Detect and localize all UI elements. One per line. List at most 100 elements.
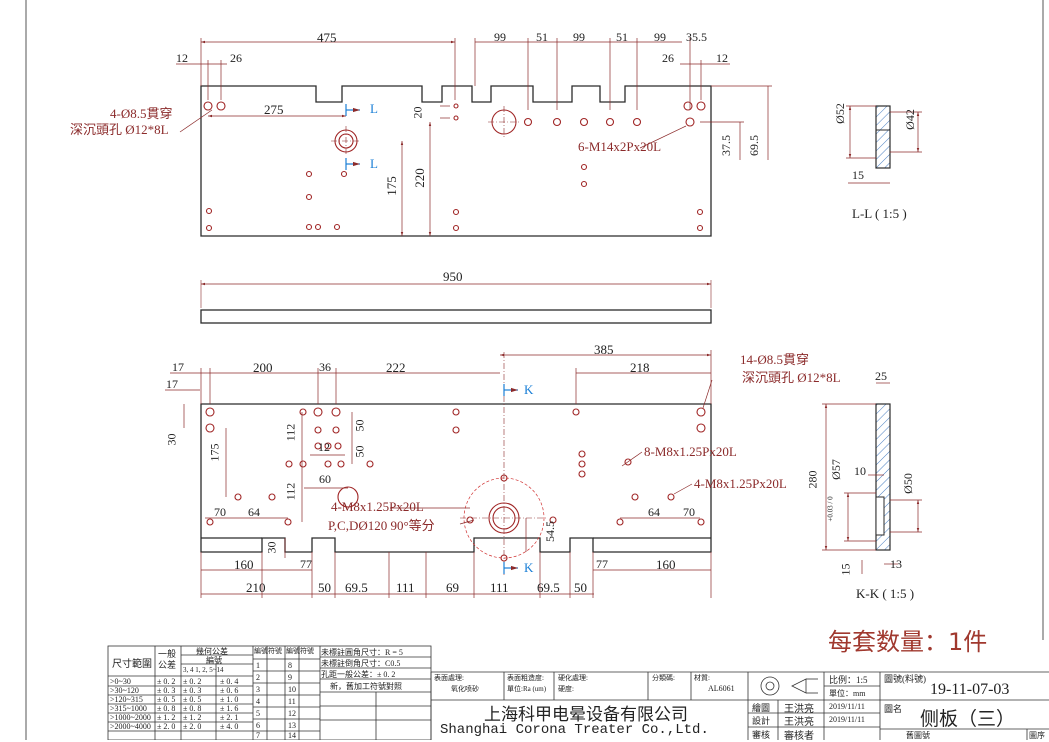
roughness-unit: 單位:Ra (um) — [507, 685, 547, 693]
dim-69: 69 — [446, 580, 459, 595]
dim-222: 222 — [386, 360, 406, 375]
callout-m8-eight: 8-M8x1.25Px20L — [644, 444, 737, 459]
material-label: 材質: — [694, 674, 710, 682]
dim-57-tolerance: +0.03 / 0 — [826, 496, 835, 522]
symbol-num: 5 — [256, 709, 260, 718]
dim-15: 15 — [852, 168, 864, 182]
dim-30: 30 — [264, 541, 279, 554]
dim-218: 218 — [630, 360, 650, 375]
row-grade-b: ± 0. 4 — [220, 677, 239, 686]
tolerance-general-header: 一般 公差 — [158, 649, 177, 670]
old-drawing-number-label: 舊圖號 — [906, 731, 930, 740]
row-general: ± 0. 8 — [157, 704, 176, 713]
design-by: 王洪亮 — [784, 717, 814, 728]
drawing-number: 19-11-07-03 — [930, 681, 1010, 698]
note-hole-tolerance: 孔距一般公差：± 0. 2 — [321, 670, 396, 679]
dim-70: 70 — [214, 505, 226, 519]
dim-13: 13 — [890, 557, 902, 571]
row-range: >315~1000 — [110, 704, 147, 713]
design-label: 設計 — [752, 716, 771, 726]
row-grade-a: ± 0. 2 — [183, 677, 202, 686]
dim-160: 160 — [234, 557, 254, 572]
dim-60: 60 — [319, 472, 331, 486]
callout-m8-pcd: 4-M8x1.25Px20L — [331, 499, 424, 514]
row-general: ± 0. 2 — [157, 677, 176, 686]
note-symbol-map: 新，舊加工符號對照 — [330, 682, 402, 691]
quantity-note: 每套数量：1件 — [828, 628, 988, 656]
dim-64: 64 — [248, 505, 260, 519]
symbol-sym-header: 符號 — [300, 647, 314, 655]
dim-200: 200 — [253, 360, 273, 375]
hardness-label: 硬度: — [558, 685, 574, 693]
dim-37-5: 37.5 — [719, 135, 733, 156]
dim-111: 111 — [490, 580, 509, 595]
callout-countersink: 14-Ø8.5貫穿 — [740, 352, 809, 367]
row-range: >30~120 — [110, 686, 139, 695]
dim-99: 99 — [573, 30, 585, 44]
dim-dia-42: Ø42 — [902, 109, 917, 130]
sequence-label: 圖序 — [1029, 731, 1045, 740]
row-grade-a: ± 0. 3 — [183, 686, 202, 695]
dim-111: 111 — [396, 580, 415, 595]
row-range: >1000~2000 — [110, 713, 151, 722]
dim-175: 175 — [383, 176, 399, 196]
dim-25: 25 — [875, 369, 887, 383]
company-name-cn: 上海科甲电晕设备有限公司 — [484, 705, 688, 725]
design-date: 2019/11/11 — [829, 715, 865, 724]
dim-99: 99 — [654, 30, 666, 44]
dim-15: 15 — [838, 563, 853, 576]
row-grade-b: ± 2. 1 — [220, 713, 239, 722]
section-mark-l: L — [370, 101, 378, 116]
dim-77: 77 — [300, 557, 312, 571]
dim-12: 12 — [176, 51, 188, 65]
dim-70: 70 — [683, 505, 695, 519]
dim-475: 475 — [317, 30, 337, 45]
class-code-label: 分類碼: — [652, 674, 675, 682]
scale-label: 比例：1:5 — [829, 675, 868, 685]
symbol-num-header: 編號 — [286, 647, 300, 655]
row-grade-b: ± 0. 6 — [220, 686, 239, 695]
hardening-label: 硬化處理: — [558, 674, 588, 682]
callout-countersink-depth: 深沉頭孔 Ø12*8L — [742, 370, 841, 385]
dim-950: 950 — [443, 269, 463, 284]
row-range: >120~315 — [110, 695, 143, 704]
drawn-by: 王洪亮 — [784, 704, 814, 715]
dim-280: 280 — [805, 470, 820, 489]
dim-dia-50: Ø50 — [900, 473, 915, 494]
symbol-num: 10 — [288, 685, 296, 694]
drawn-label: 繪圖 — [752, 703, 771, 713]
callout-countersink: 4-Ø8.5貫穿 — [110, 106, 173, 121]
symbol-num: 11 — [288, 697, 296, 706]
dim-50: 50 — [574, 580, 587, 595]
dim-35-5: 35.5 — [686, 30, 707, 44]
row-grade-b: ± 4. 0 — [220, 722, 239, 731]
row-grade-a: ± 1. 2 — [183, 713, 202, 722]
dim-20: 20 — [410, 106, 425, 119]
tolerance-grade-cols: 3, 4 1, 2, 5~14 — [183, 666, 224, 674]
callout-countersink-depth: 深沉頭孔 Ø12*8L — [70, 122, 169, 137]
dim-26: 26 — [662, 51, 674, 65]
drawing-name-label: 圖名 — [884, 704, 903, 714]
company-name-en: Shanghai Corona Treater Co.,Ltd. — [440, 722, 709, 738]
section-mark-l: L — [370, 156, 378, 171]
dim-50: 50 — [352, 419, 367, 432]
dim-30: 30 — [164, 433, 179, 446]
dim-77: 77 — [596, 557, 608, 571]
symbol-num: 9 — [288, 673, 292, 682]
drawing-number-label: 圖號(料號) — [884, 674, 926, 684]
section-mark-k: K — [524, 382, 534, 397]
title-block-grid — [107, 645, 1049, 740]
callout-pcd-120: P,C,DØ120 90°等分 — [328, 518, 435, 533]
ll-section — [846, 105, 922, 184]
dim-12: 12 — [716, 51, 728, 65]
note-chamfer: 未標註倒角尺寸：C0.5 — [321, 659, 401, 668]
dim-69-5: 69.5 — [345, 580, 368, 595]
row-grade-b: ± 1. 0 — [220, 695, 239, 704]
surface-treatment-label: 表面處理: — [434, 674, 464, 682]
dim-dia-57: Ø57 — [828, 459, 843, 480]
dim-dia-52: Ø52 — [832, 103, 847, 124]
section-kk-title: K-K ( 1:5 ) — [856, 586, 915, 601]
row-grade-a: ± 2. 0 — [183, 722, 202, 731]
dim-51: 51 — [616, 30, 628, 44]
